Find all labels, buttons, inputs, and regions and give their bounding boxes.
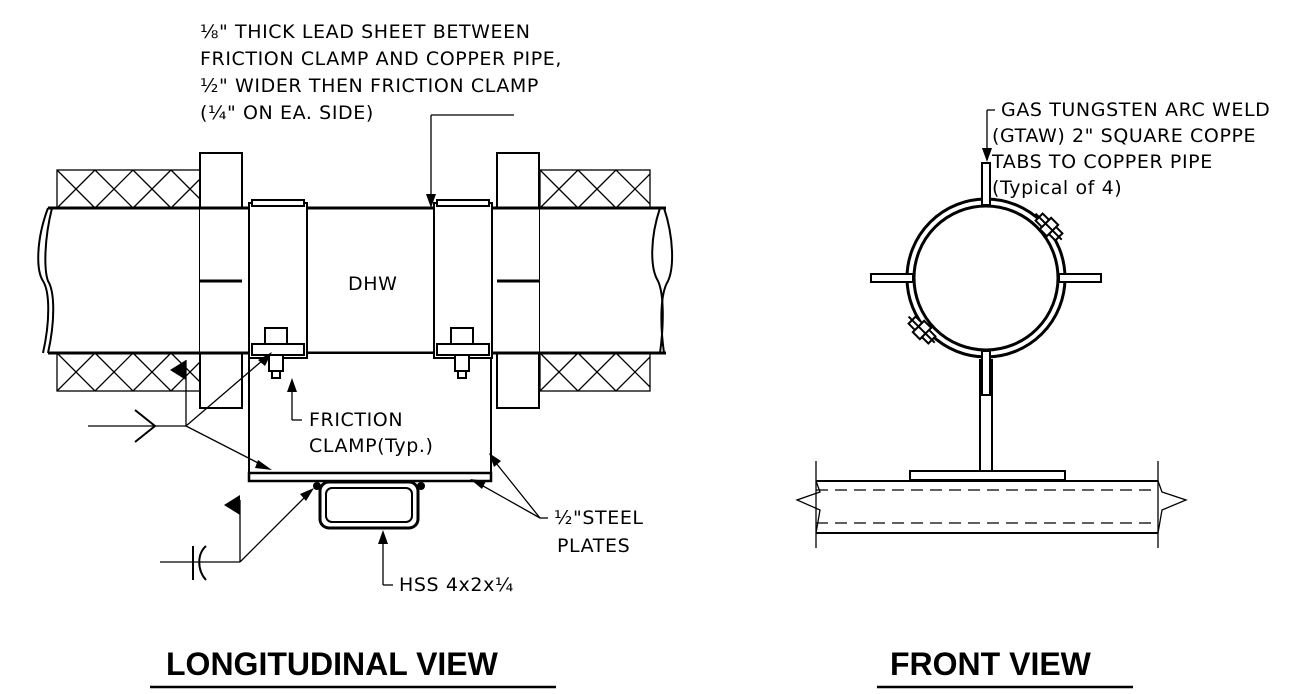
weld-symbol-upper xyxy=(88,352,272,470)
lead-sheet-leader xyxy=(426,114,514,208)
lead-note-line4: (¼" ON EA. SIDE) xyxy=(200,102,374,124)
insulation-right-top xyxy=(539,169,651,209)
friction-clamp-right xyxy=(433,199,493,379)
insulation-right-bottom xyxy=(539,352,651,392)
hss-leader xyxy=(378,530,393,586)
clamp-note-line2: CLAMP(Typ.) xyxy=(309,435,434,457)
lead-note-line1: ⅛" THICK LEAD SHEET BETWEEN xyxy=(200,21,531,43)
friction-clamp-leader xyxy=(287,378,302,421)
slab xyxy=(795,461,1188,548)
weld-note-line4: (Typical of 4) xyxy=(992,177,1122,199)
weld-leader xyxy=(982,109,995,162)
hss-note: HSS 4x2x¼ xyxy=(399,574,514,596)
weld-note-line2: (GTAW) 2" SQUARE COPPE xyxy=(992,125,1256,147)
insulation-left-top xyxy=(56,169,201,209)
clamp-bolt-upper-right xyxy=(1034,212,1064,242)
friction-clamp-left xyxy=(248,199,308,379)
weld-note-line3: TABS TO COPPER PIPE xyxy=(991,151,1213,173)
copper-tabs xyxy=(870,162,1102,396)
weld-symbol-lower xyxy=(160,488,314,581)
pipe-section xyxy=(905,197,1067,359)
lead-note-line3: ½" WIDER THEN FRICTION CLAMP xyxy=(200,75,539,97)
clamp-bolt-lower-left xyxy=(907,315,937,345)
longitudinal-view-title: LONGITUDINAL VIEW xyxy=(166,646,499,682)
front-view: GAS TUNGSTEN ARC WELD (GTAW) 2" SQUARE C… xyxy=(795,99,1270,689)
plates-note-line1: ½"STEEL xyxy=(554,507,644,529)
steel-plates-leader xyxy=(470,453,548,519)
lead-note-line2: FRICTION CLAMP AND COPPER PIPE, xyxy=(200,48,562,70)
weld-note-line1: GAS TUNGSTEN ARC WELD xyxy=(1001,99,1270,121)
clamp-note-line1: FRICTION xyxy=(309,409,403,431)
hss-tube xyxy=(313,480,425,530)
plates-note-line2: PLATES xyxy=(557,535,630,557)
base-plate xyxy=(909,470,1066,481)
front-view-title: FRONT VIEW xyxy=(890,646,1092,682)
support-plates xyxy=(247,352,493,483)
longitudinal-view: DHW ⅛" THICK LEAD SHEET BETWEEN FRICTION… xyxy=(37,21,674,689)
pipe-label: DHW xyxy=(348,273,398,295)
